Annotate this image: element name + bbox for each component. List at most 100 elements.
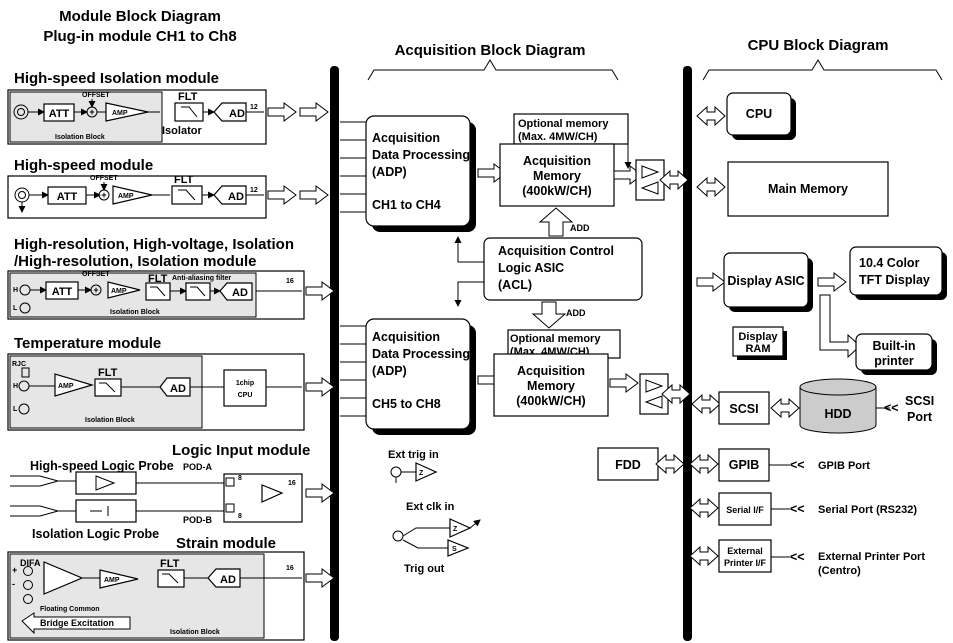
svg-text:H: H bbox=[13, 287, 18, 294]
hs-module: ATT + OFFSET AMP FLT AD 12 bbox=[7, 174, 267, 219]
svg-text:ATT: ATT bbox=[57, 191, 78, 203]
svg-text:Z: Z bbox=[419, 470, 424, 477]
isolator-label: Isolator bbox=[162, 125, 202, 137]
svg-text:8: 8 bbox=[238, 475, 242, 482]
temp-title: Temperature module bbox=[14, 335, 161, 352]
svg-text:Optional memory: Optional memory bbox=[518, 118, 609, 130]
cpu-diagram-title: CPU Block Diagram bbox=[748, 37, 889, 54]
add-label-2: ADD bbox=[566, 308, 586, 318]
memory-2: Optional memory (Max. 4MW/CH) Acquisitio… bbox=[493, 329, 621, 417]
svg-text:AD: AD bbox=[232, 287, 248, 299]
svg-text:Display ASIC: Display ASIC bbox=[727, 274, 804, 288]
external-printer-if: External Printer I/F bbox=[718, 539, 772, 573]
svg-text:Main Memory: Main Memory bbox=[768, 182, 848, 196]
svg-text:-: - bbox=[12, 579, 15, 589]
display-ram: Display RAM bbox=[732, 326, 787, 360]
svg-text:RAM: RAM bbox=[745, 343, 770, 355]
svg-text:Data Processing: Data Processing bbox=[372, 347, 470, 361]
svg-text:RJC: RJC bbox=[12, 361, 26, 368]
svg-text:Isolation Block: Isolation Block bbox=[170, 629, 220, 636]
hdd: HDD bbox=[799, 378, 877, 434]
svg-text:CH1 to CH4: CH1 to CH4 bbox=[372, 198, 441, 212]
ext-clk-in: Ext clk in Z S Trig out bbox=[392, 501, 481, 575]
svg-text:L: L bbox=[13, 305, 18, 312]
ext-printer-port-label-1: External Printer Port bbox=[818, 551, 925, 563]
one-chip-cpu-label-1: 1chip bbox=[236, 380, 254, 387]
hs-isolation-block bbox=[9, 91, 163, 143]
svg-text:Serial I/F: Serial I/F bbox=[726, 505, 764, 515]
svg-text:H: H bbox=[13, 383, 18, 390]
svg-text:L: L bbox=[13, 406, 18, 413]
add-arrow-down bbox=[531, 301, 567, 329]
ext-trig-in: Ext trig in Z bbox=[388, 449, 439, 483]
svg-text:<<: << bbox=[790, 458, 805, 472]
add-arrow-up bbox=[538, 207, 574, 237]
svg-text:AMP: AMP bbox=[118, 193, 134, 200]
svg-text:+: + bbox=[12, 565, 17, 575]
svg-text:FLT: FLT bbox=[98, 367, 118, 379]
svg-text:Memory: Memory bbox=[527, 379, 575, 393]
svg-text:<<: << bbox=[790, 502, 805, 516]
anti-aliasing-label: Anti-aliasing filter bbox=[172, 275, 231, 282]
hs-logic-probe-label: High-speed Logic Probe bbox=[30, 459, 174, 473]
svg-text:DIFA: DIFA bbox=[20, 558, 41, 568]
svg-text:GPIB: GPIB bbox=[729, 458, 760, 472]
svg-text:12: 12 bbox=[250, 187, 258, 194]
svg-text:AMP: AMP bbox=[112, 110, 128, 117]
strain-module: DIFA + - AMP FLT AD 16 Floating Common B… bbox=[7, 551, 305, 641]
svg-text:10.4 Color: 10.4 Color bbox=[859, 256, 920, 270]
cpu-brace bbox=[702, 59, 943, 81]
svg-text:HDD: HDD bbox=[824, 407, 851, 421]
serial-if: Serial I/F bbox=[718, 492, 772, 526]
builtin-printer: Built-in printer bbox=[855, 333, 937, 375]
svg-text:AMP: AMP bbox=[58, 383, 74, 390]
svg-text:Logic ASIC: Logic ASIC bbox=[498, 261, 564, 275]
svg-text:16: 16 bbox=[286, 565, 294, 572]
svg-text:Optional memory: Optional memory bbox=[510, 333, 601, 345]
svg-text:CPU: CPU bbox=[746, 107, 772, 121]
svg-text:Trig out: Trig out bbox=[404, 563, 445, 575]
hr-module: H L ATT + OFFSET AMP FLT Anti-aliasing f… bbox=[7, 270, 305, 320]
svg-text:AMP: AMP bbox=[111, 288, 127, 295]
strain-title: Strain module bbox=[176, 535, 276, 552]
svg-text:TFT Display: TFT Display bbox=[859, 273, 930, 287]
svg-text:Ext trig in: Ext trig in bbox=[388, 449, 439, 461]
iso-logic-probe-label: Isolation Logic Probe bbox=[32, 527, 159, 541]
svg-text:S: S bbox=[452, 546, 457, 553]
svg-text:16: 16 bbox=[286, 278, 294, 285]
ext-printer-port-label-2: (Centro) bbox=[818, 565, 861, 577]
svg-text:16: 16 bbox=[288, 480, 296, 487]
main-memory: Main Memory bbox=[727, 161, 889, 217]
svg-text:POD-A: POD-A bbox=[183, 462, 213, 472]
svg-text:(400kW/CH): (400kW/CH) bbox=[516, 394, 585, 408]
acquisition-bus bbox=[330, 66, 339, 641]
acquisition-diagram-title: Acquisition Block Diagram bbox=[395, 42, 586, 59]
att-label: ATT bbox=[49, 108, 70, 120]
svg-text:12: 12 bbox=[250, 104, 258, 111]
svg-text:Acquisition: Acquisition bbox=[372, 131, 440, 145]
svg-text:(Max. 4MW/CH): (Max. 4MW/CH) bbox=[518, 131, 598, 143]
svg-text:Acquisition Control: Acquisition Control bbox=[498, 244, 614, 258]
svg-text:CH5 to CH8: CH5 to CH8 bbox=[372, 397, 441, 411]
hr-title-2: /High-resolution, Isolation module bbox=[14, 253, 257, 270]
svg-text:AD: AD bbox=[170, 383, 186, 395]
hs-isolation-module: ATT + OFFSET AMP Isolation Block Isolato… bbox=[7, 89, 267, 145]
svg-text:AD: AD bbox=[229, 108, 245, 120]
scsi-box: SCSI bbox=[718, 391, 770, 425]
svg-text:AD: AD bbox=[220, 574, 236, 586]
svg-text:OFFSET: OFFSET bbox=[82, 271, 110, 278]
hs-title: High-speed module bbox=[14, 157, 153, 174]
svg-text:<<: << bbox=[884, 401, 899, 415]
svg-text:FLT: FLT bbox=[160, 558, 180, 570]
offset-label: OFFSET bbox=[82, 92, 110, 99]
svg-text:Acquisition: Acquisition bbox=[517, 364, 585, 378]
svg-text:AMP: AMP bbox=[104, 577, 120, 584]
cpu-bus bbox=[683, 66, 692, 641]
svg-text:FLT: FLT bbox=[178, 91, 198, 103]
cpu-box: CPU bbox=[726, 92, 796, 140]
svg-text:+: + bbox=[101, 190, 106, 200]
fdd: FDD bbox=[597, 447, 659, 481]
svg-text:Printer I/F: Printer I/F bbox=[724, 558, 767, 568]
hr-title-1: High-resolution, High-voltage, Isolation bbox=[14, 236, 294, 253]
